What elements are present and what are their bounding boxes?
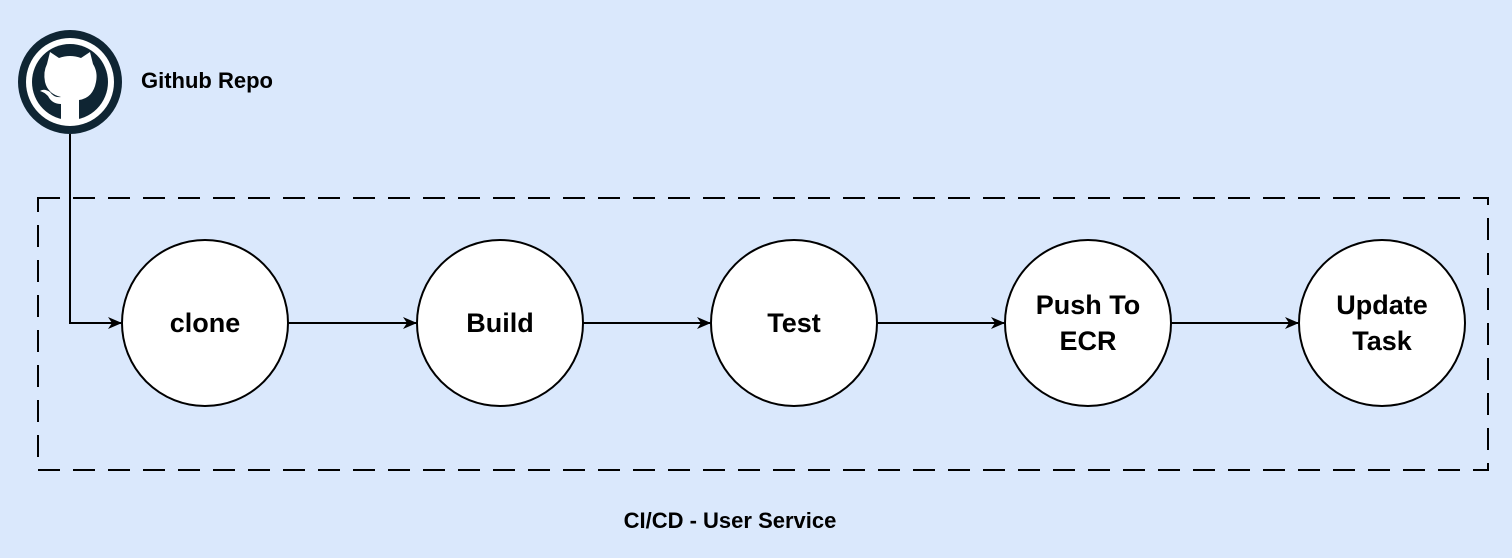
step-label-push: Push To ECR [1035, 290, 1141, 356]
step-node-update [1298, 239, 1466, 407]
step-label-test: Test [767, 308, 821, 338]
pipeline-title: CI/CD - User Service [623, 508, 837, 533]
step-label-build: Build [466, 308, 534, 338]
github-repo-label: Github Repo [141, 68, 273, 93]
pipeline-boundary [37, 197, 1489, 471]
step-label-update: Update Task [1336, 290, 1428, 356]
connector-repo-clone [69, 134, 122, 329]
step-label-clone: clone [169, 308, 241, 338]
github-icon [18, 30, 122, 134]
